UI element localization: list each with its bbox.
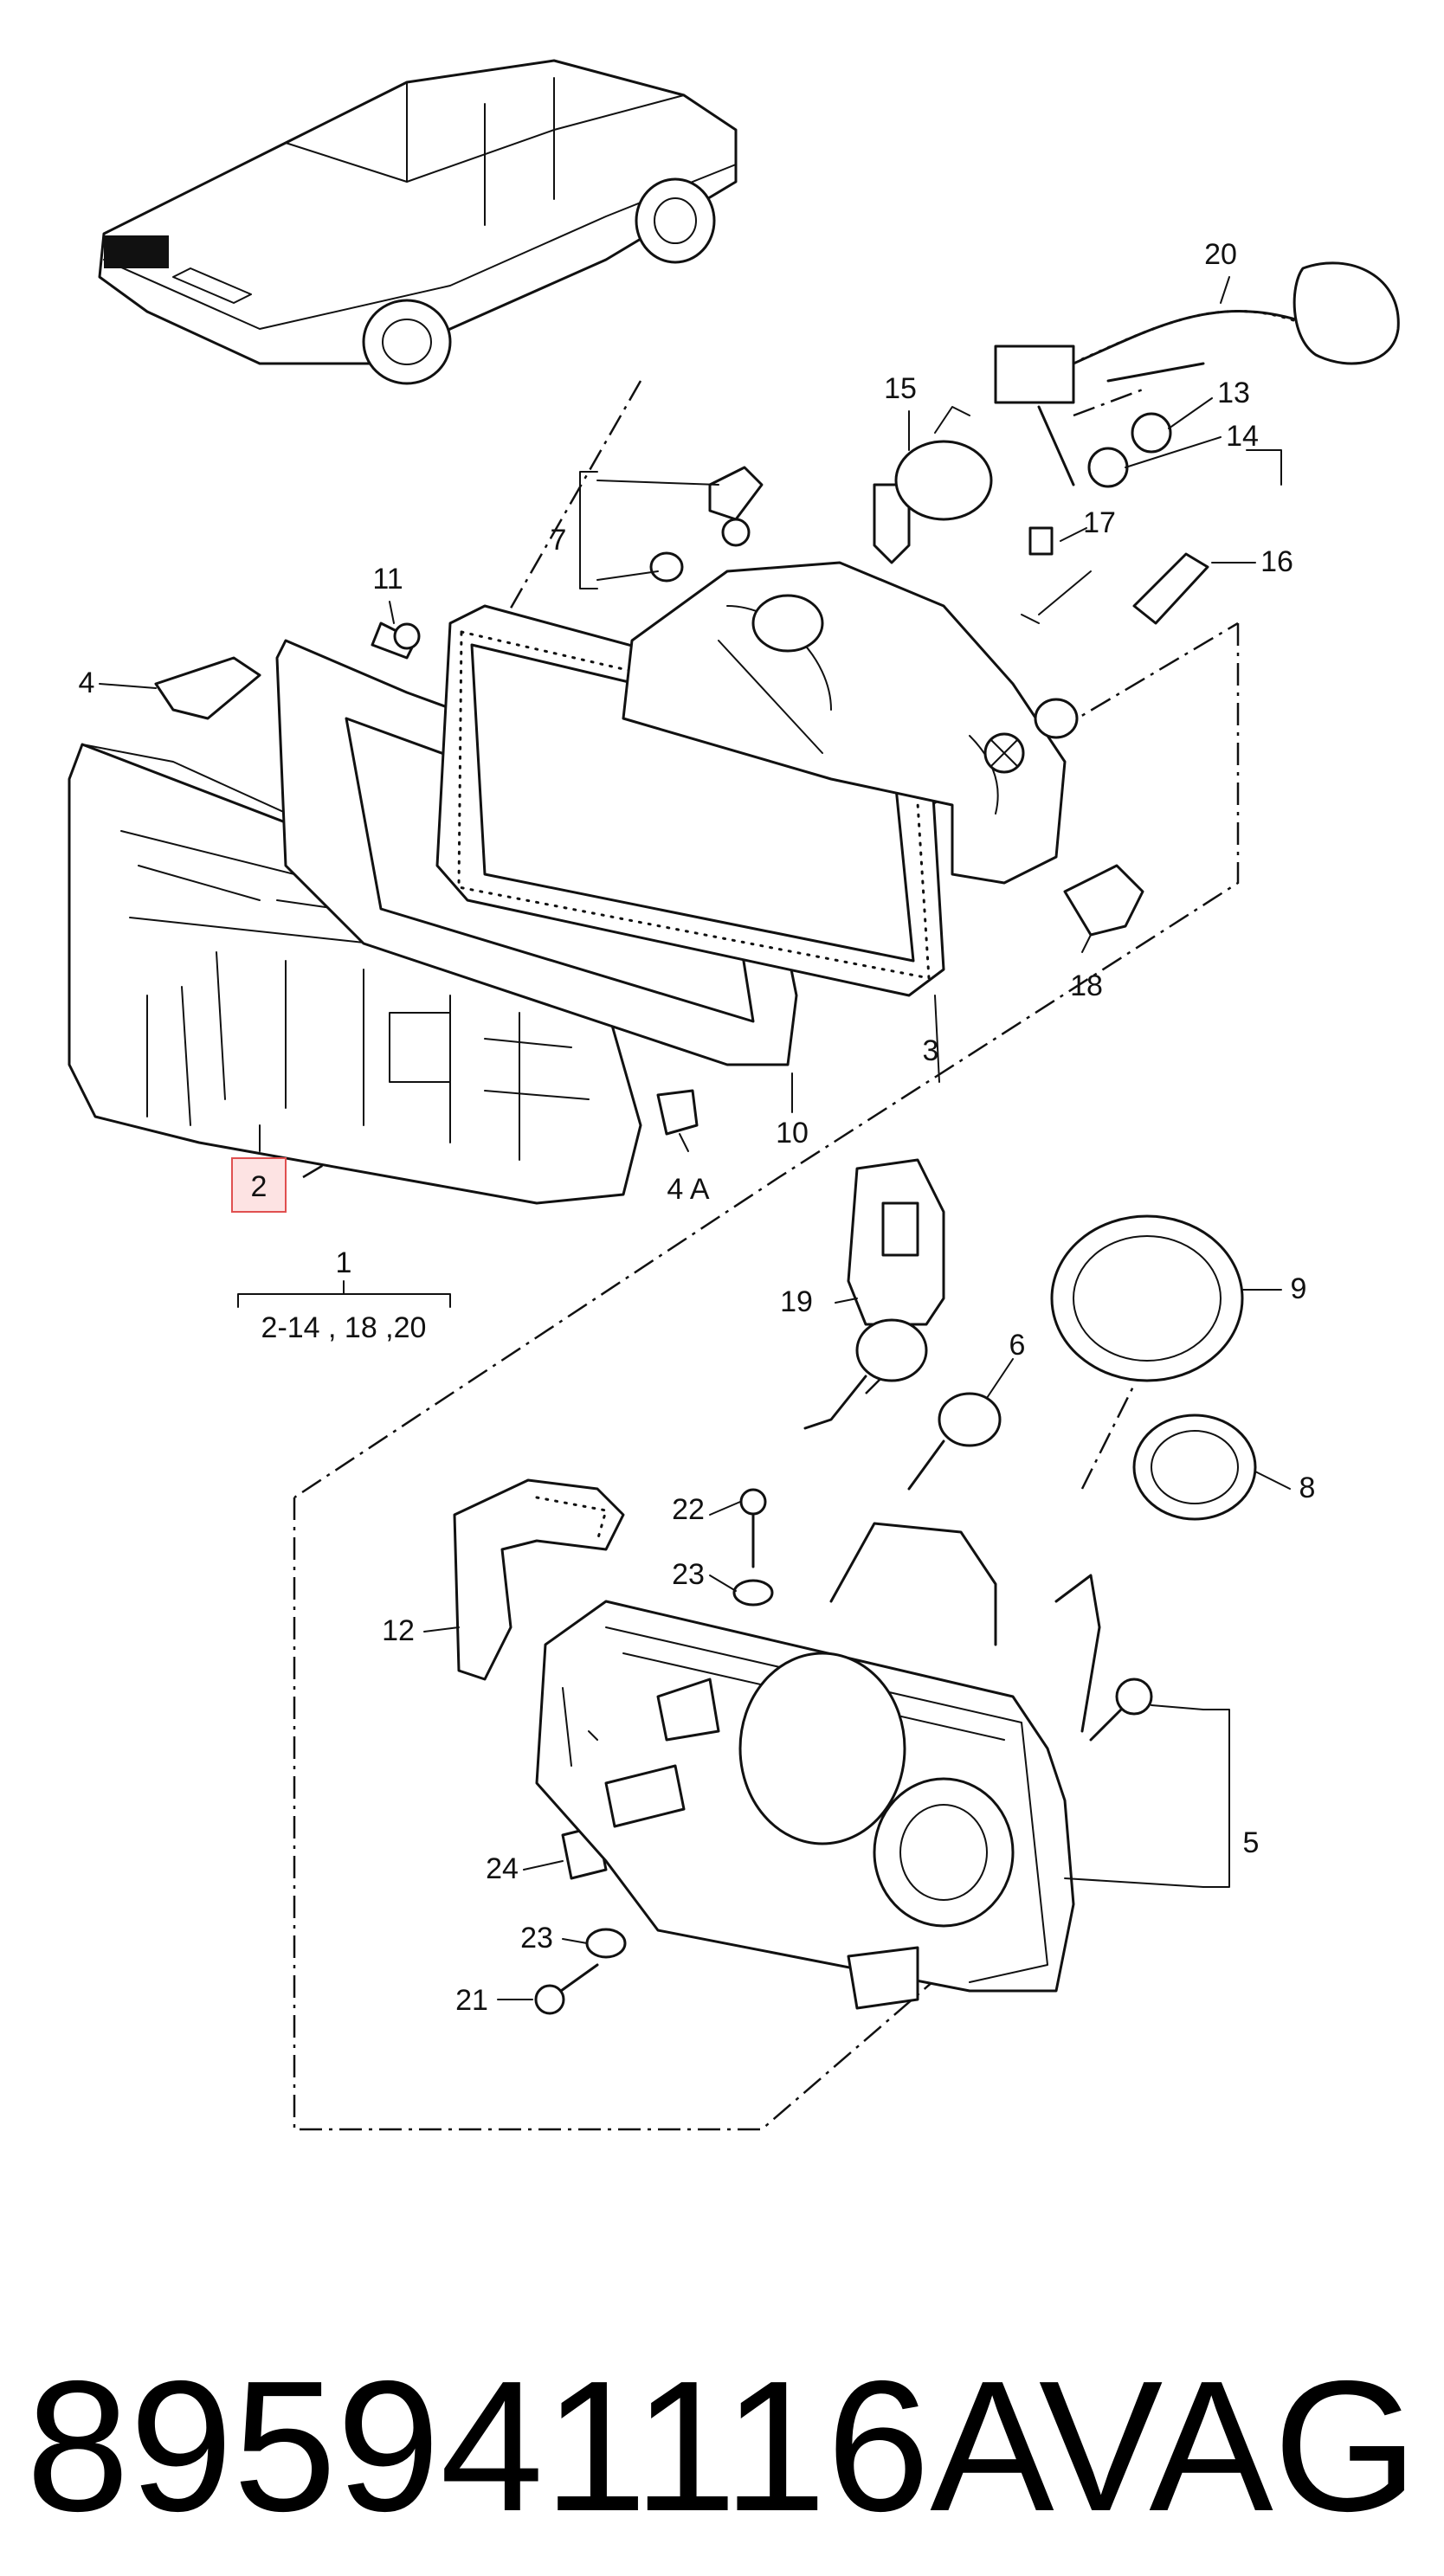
callout-23-upper: 23 [672,1558,705,1591]
callout-12: 12 [382,1614,415,1647]
callout-5: 5 [1243,1826,1260,1859]
callout-6: 6 [1009,1329,1026,1362]
callout-20: 20 [1204,238,1237,271]
callout-numbers: 1 2-14 , 18 ,20 2 3 4 4 A 5 6 7 8 9 10 1… [79,238,1316,2017]
callout-14: 14 [1226,420,1259,453]
small-lower-parts [453,1158,1257,2015]
callout-4a: 4 A [667,1173,709,1206]
brand-name: VAG [1039,2341,1418,2550]
callout-11: 11 [372,563,403,596]
callout-23-lower: 23 [520,1922,553,1955]
callout-17: 17 [1083,506,1116,539]
headlight-housing [535,1600,1075,2010]
callout-9: 9 [1291,1272,1307,1305]
callout-15: 15 [884,372,917,405]
reflector-housing [622,561,1079,885]
car-illustration [98,59,738,385]
small-upper-parts [154,261,1400,1136]
callout-21: 21 [455,1984,488,2017]
callout-24: 24 [486,1852,519,1885]
callout-3: 3 [923,1034,939,1067]
callout-1: 1 [336,1246,352,1279]
part-number: 895941116A [26,2341,1054,2550]
callout-19: 19 [780,1285,813,1318]
callout-7: 7 [551,524,567,557]
callout-22: 22 [672,1493,705,1526]
callout-1-range: 2-14 , 18 ,20 [261,1311,427,1344]
callout-10: 10 [776,1117,809,1150]
highlighted-part-box [231,1157,287,1213]
callout-4: 4 [79,667,95,699]
callout-2: 2 [251,1170,268,1203]
callout-8: 8 [1299,1472,1316,1504]
leaders [99,276,1291,2000]
callout-18: 18 [1070,969,1103,1002]
callout-16: 16 [1260,545,1293,578]
callout-13: 13 [1217,377,1250,409]
